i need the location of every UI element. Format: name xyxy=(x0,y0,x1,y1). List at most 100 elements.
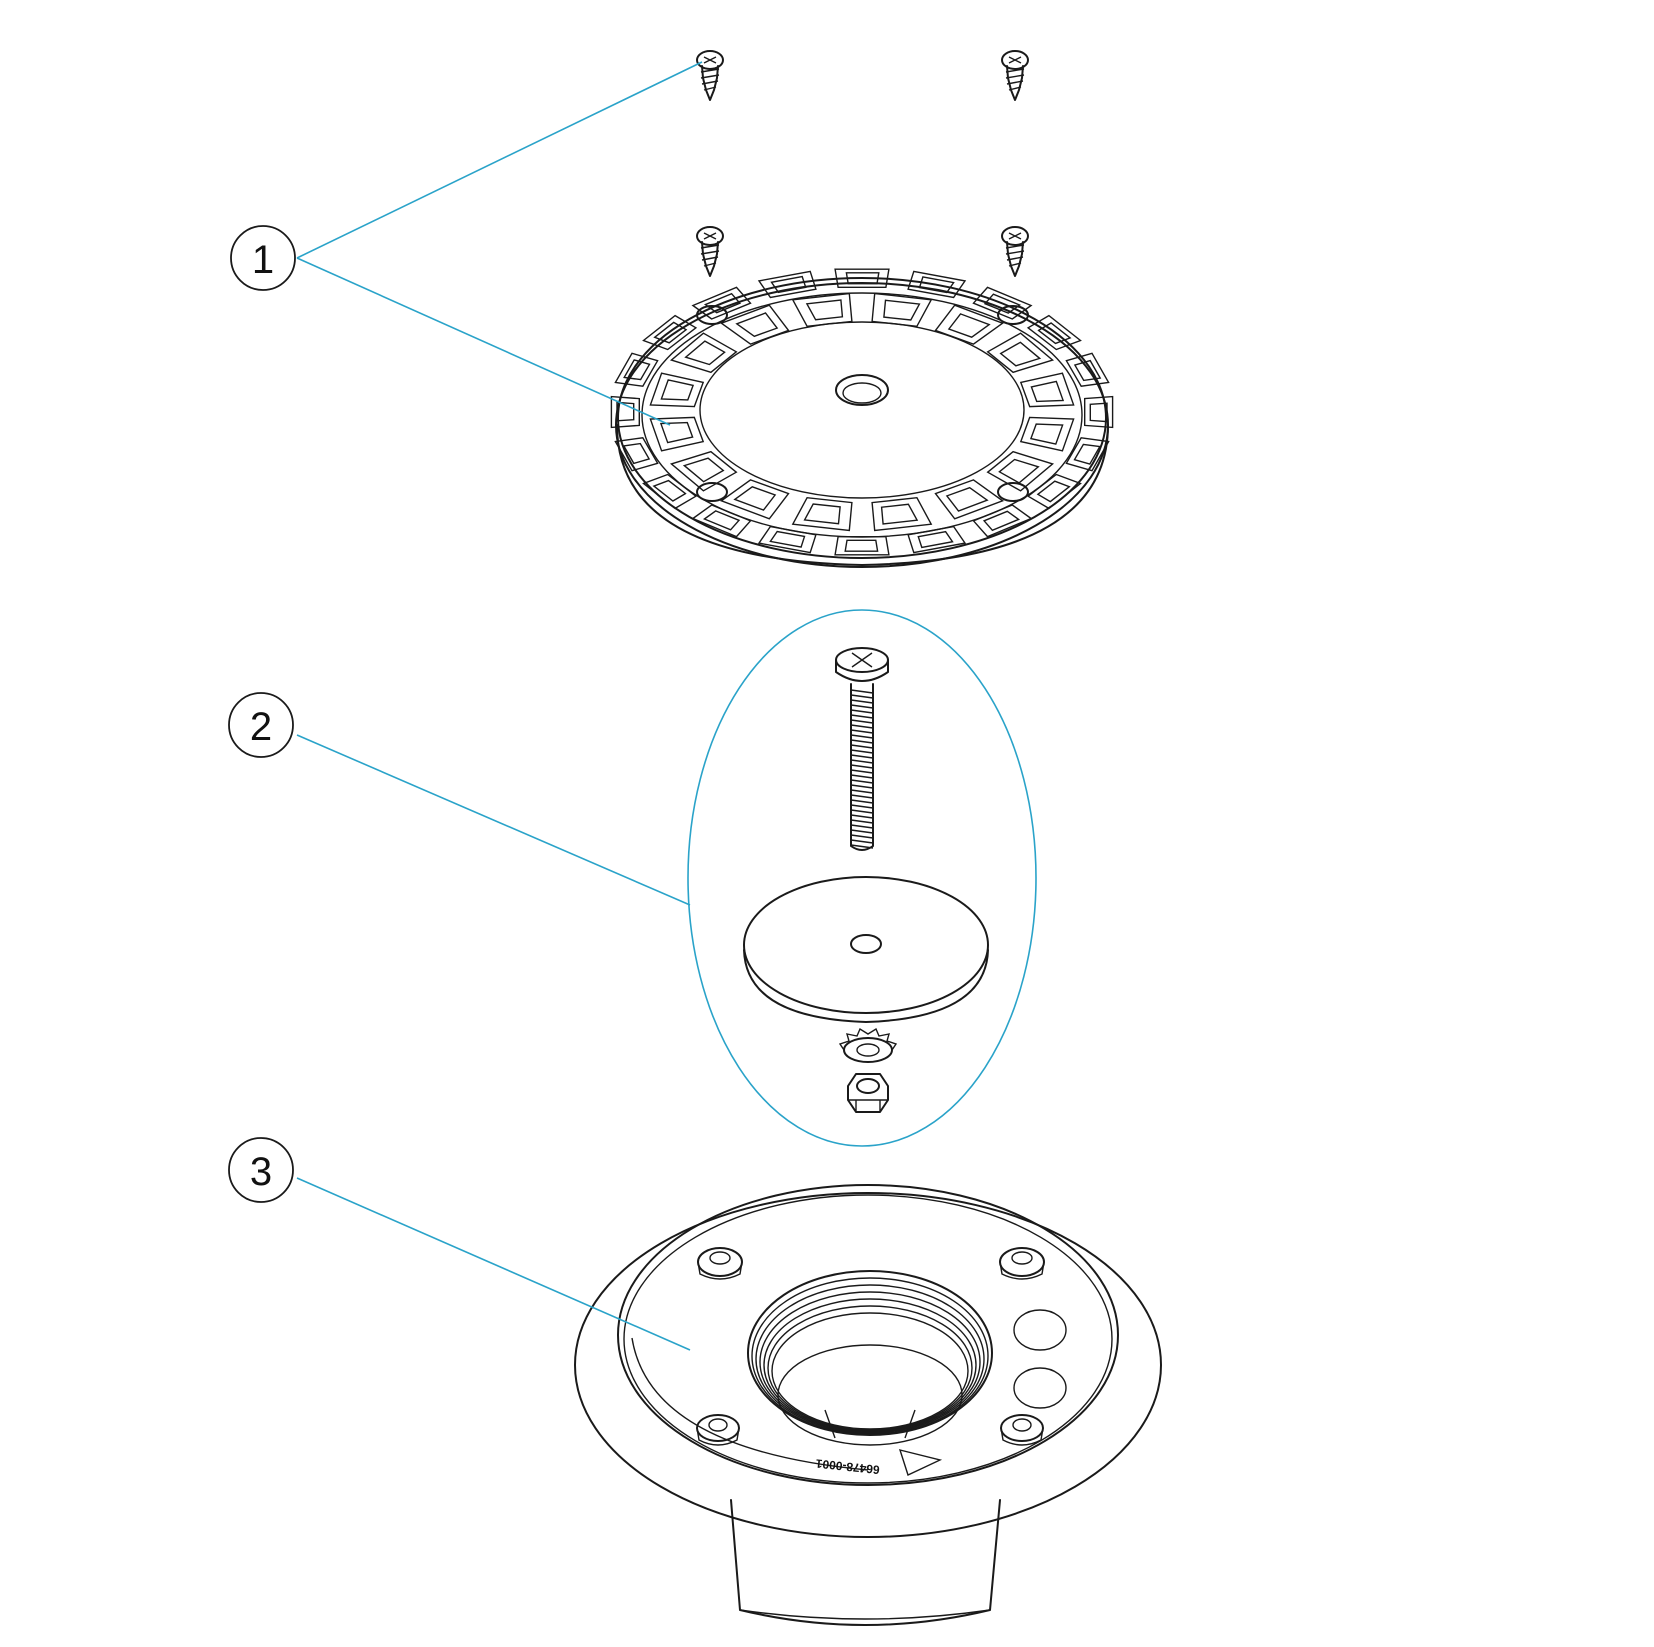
screw-mid-left xyxy=(696,226,724,277)
screw-mid-right xyxy=(1001,226,1029,277)
grille-slot-bevel xyxy=(805,299,844,321)
callout-1-label: 1 xyxy=(252,238,274,282)
leader-lines xyxy=(296,61,703,1351)
bolt-thread-line xyxy=(850,744,874,749)
bolt-thread-line xyxy=(850,754,874,759)
grille-slot xyxy=(972,286,1033,320)
bolt-threads xyxy=(850,689,874,849)
grille-slot xyxy=(649,416,705,452)
grille-slot xyxy=(1084,395,1114,429)
bolt-thread-line xyxy=(850,794,874,799)
grille-slot xyxy=(1065,352,1110,387)
grille-slot-bevel xyxy=(623,359,651,381)
screw-boss xyxy=(697,1247,743,1280)
hex-nut xyxy=(847,1073,889,1113)
grille-slot xyxy=(1026,314,1082,351)
grille-slot-bevel xyxy=(1089,402,1108,423)
grille-slot xyxy=(1026,473,1082,510)
grille-slot xyxy=(791,292,853,328)
flat-washer-disc xyxy=(743,876,989,1023)
grille-slot xyxy=(834,268,890,288)
bore-thread-ring xyxy=(755,1284,985,1434)
grille-slot-bevel xyxy=(702,510,741,531)
grille-slot-bevel xyxy=(917,530,954,549)
grille-slot-bevel xyxy=(883,299,921,321)
grille-slot xyxy=(757,270,817,299)
grille-slot xyxy=(907,525,967,554)
bolt-thread-line xyxy=(850,804,874,809)
grille-slot-bevel xyxy=(999,341,1042,367)
callout-3: 3 xyxy=(228,1137,294,1203)
grille-slot-bevel xyxy=(1036,480,1071,503)
bolt-thread-line xyxy=(850,694,874,699)
bolt-thread-line xyxy=(850,739,874,744)
grille-slot-bevel xyxy=(1073,443,1101,465)
bolt-thread-line xyxy=(850,789,874,794)
grille-slot-bevel xyxy=(1073,359,1102,382)
grille-slot-bevel xyxy=(653,321,688,344)
grille-slot xyxy=(986,450,1055,492)
grille-slot xyxy=(614,437,659,472)
grille-slot-bevel xyxy=(1030,380,1065,403)
bolt-thread-line xyxy=(850,834,874,839)
grille-slot xyxy=(972,504,1033,538)
machine-bolt xyxy=(835,647,889,851)
bolt-thread-line xyxy=(850,839,874,844)
grille-slot xyxy=(1019,372,1075,408)
grille-slot-bevel xyxy=(652,479,687,502)
bolt-thread-line xyxy=(850,784,874,789)
screw-boss xyxy=(999,1247,1045,1280)
grille-slot xyxy=(719,479,790,520)
grille-slots xyxy=(610,268,1114,556)
bolt-thread-line xyxy=(850,829,874,834)
grille-slot-bevel xyxy=(660,379,695,401)
bolt-thread-line xyxy=(850,764,874,769)
leader-1-to-screws xyxy=(296,61,703,259)
bolt-thread-line xyxy=(850,724,874,729)
bore-thread-ring xyxy=(763,1298,977,1432)
bolt-thread-line xyxy=(850,819,874,824)
grille-slot xyxy=(934,304,1005,345)
callout-3-label: 3 xyxy=(250,1150,272,1194)
grille-slot-bevel xyxy=(733,486,777,511)
grille-slot-bevel xyxy=(844,539,879,552)
bolt-thread-line xyxy=(850,704,874,709)
bolt-thread-line xyxy=(850,824,874,829)
bore-thread-ring xyxy=(759,1291,981,1433)
star-lock-washer xyxy=(838,1027,898,1063)
grille-slot xyxy=(719,304,790,345)
bolt-thread-line xyxy=(850,719,874,724)
grille-slot-bevel xyxy=(845,272,880,285)
grille-slot-bevel xyxy=(682,457,725,483)
grille-slot xyxy=(691,504,752,538)
leader-3-to-body xyxy=(296,1177,691,1351)
grille-slot-bevel xyxy=(947,313,991,338)
callout-2: 2 xyxy=(228,692,294,758)
grille-slot-bevel xyxy=(684,340,726,366)
bolt-thread-line xyxy=(850,749,874,754)
bore-thread-ring xyxy=(771,1312,969,1430)
grille-slot-bevel xyxy=(998,458,1040,484)
grille-slot xyxy=(642,314,698,351)
screw-top-left xyxy=(696,50,724,101)
grille-slot-bevel xyxy=(1029,423,1064,445)
part-number-stamp: 66478-0001 xyxy=(815,1456,880,1477)
hardware-kit xyxy=(687,609,1037,1147)
grille-cover-plate xyxy=(610,268,1114,568)
bolt-thread-line xyxy=(850,714,874,719)
bore-threads xyxy=(751,1277,989,1435)
callout-1: 1 xyxy=(230,225,296,291)
grille-slot xyxy=(1019,416,1075,452)
grille-slot-bevel xyxy=(918,276,955,294)
grille-slot xyxy=(871,496,933,532)
grille-slot-bevel xyxy=(880,503,919,525)
grille-slot-bevel xyxy=(769,530,806,548)
grille-slot xyxy=(934,479,1005,520)
grille-slot xyxy=(907,270,967,299)
callout-2-label: 2 xyxy=(250,705,272,749)
bolt-thread-line xyxy=(850,814,874,819)
bolt-thread-line xyxy=(850,779,874,784)
grille-slot-bevel xyxy=(983,293,1022,314)
bolt-thread-line xyxy=(850,774,874,779)
